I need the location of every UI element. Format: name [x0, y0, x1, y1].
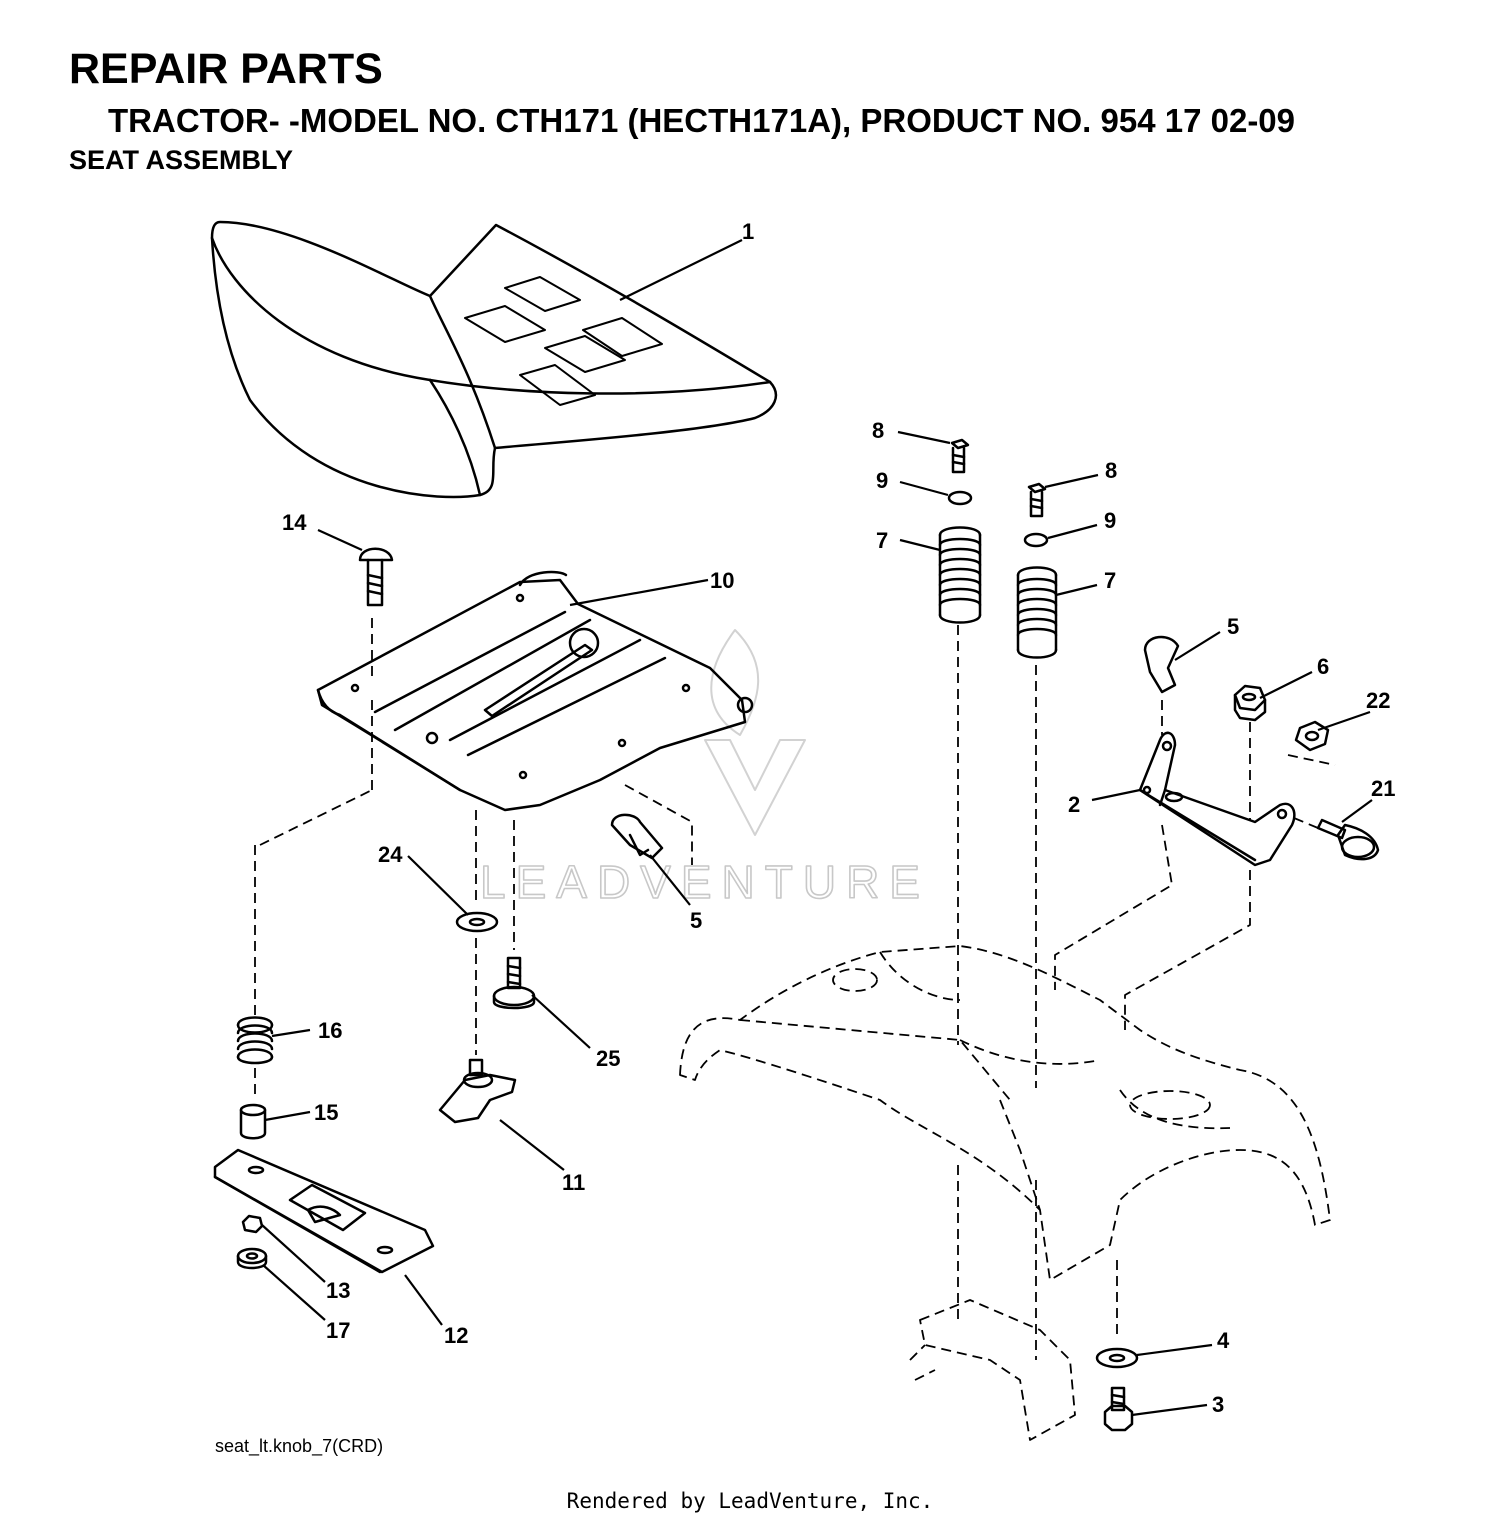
bolt-part-3	[1103, 1386, 1134, 1432]
bolt-part-8-left	[950, 438, 970, 474]
part-label-2: 2	[1068, 792, 1080, 817]
section-title: SEAT ASSEMBLY	[69, 145, 294, 175]
part-label-6: 6	[1317, 654, 1329, 679]
part-label-5-right: 5	[1227, 614, 1239, 639]
part-label-16: 16	[318, 1018, 342, 1043]
leader-lines	[261, 239, 1373, 1417]
part-label-4: 4	[1217, 1328, 1230, 1353]
washer-part-9-right	[1023, 532, 1049, 548]
washer-part-9-left	[947, 490, 973, 506]
rendered-by-credit: Rendered by LeadVenture, Inc.	[566, 1489, 934, 1513]
part-label-21: 21	[1371, 776, 1395, 801]
knob-part	[438, 1058, 517, 1124]
part-label-11: 11	[562, 1170, 585, 1195]
bracket-part	[1138, 731, 1296, 867]
part-label-10: 10	[710, 568, 734, 593]
part-label-7-right: 7	[1104, 568, 1116, 593]
spring-part-16	[236, 1016, 274, 1065]
watermark-text: LEADVENTURE	[480, 856, 930, 908]
part-label-14: 14	[282, 510, 307, 535]
page-title: REPAIR PARTS	[69, 45, 383, 93]
part-label-24: 24	[378, 842, 403, 867]
frame-reference-dashed	[254, 618, 1336, 1441]
nut-part-6	[1233, 684, 1267, 722]
clip-part-left	[610, 813, 664, 860]
bolt-part-8-right	[1027, 482, 1047, 518]
part-label-8-right: 8	[1105, 458, 1117, 483]
plate-part	[213, 1148, 435, 1274]
bolt-part-25	[492, 956, 536, 1010]
washer-part-24	[455, 911, 499, 933]
model-subtitle: TRACTOR- -MODEL NO. CTH171 (HECTH171A), …	[108, 102, 1296, 139]
part-label-9-left: 9	[876, 468, 888, 493]
part-label-5-left: 5	[690, 908, 702, 933]
part-label-12: 12	[444, 1323, 468, 1348]
part-label-1: 1	[742, 219, 754, 244]
spring-part-7-right	[1016, 566, 1058, 659]
seat-pan-part	[316, 570, 754, 812]
part-label-3: 3	[1212, 1392, 1224, 1417]
washer-part-4	[1095, 1347, 1139, 1369]
carriage-bolt-part	[358, 547, 394, 607]
nut-part-22	[1294, 720, 1330, 752]
part-label-7-left: 7	[876, 528, 888, 553]
leadventure-watermark: LEADVENTURE	[479, 629, 930, 909]
spring-part-7-left	[938, 526, 982, 624]
part-label-17: 17	[326, 1318, 350, 1343]
nut-part-13	[241, 1214, 264, 1234]
shoulder-bolt-part	[1316, 818, 1380, 861]
part-label-25: 25	[596, 1046, 620, 1071]
part-label-15: 15	[314, 1100, 338, 1125]
flange-nut-part-17	[236, 1247, 268, 1270]
part-label-13: 13	[326, 1278, 350, 1303]
seat-part	[210, 220, 778, 499]
clip-part-right	[1143, 635, 1180, 694]
part-label-9-right: 9	[1104, 508, 1116, 533]
part-label-22: 22	[1366, 688, 1390, 713]
diagram-filename: seat_lt.knob_7(CRD)	[215, 1436, 384, 1456]
spacer-part	[239, 1103, 267, 1140]
part-label-8-left: 8	[872, 418, 884, 443]
